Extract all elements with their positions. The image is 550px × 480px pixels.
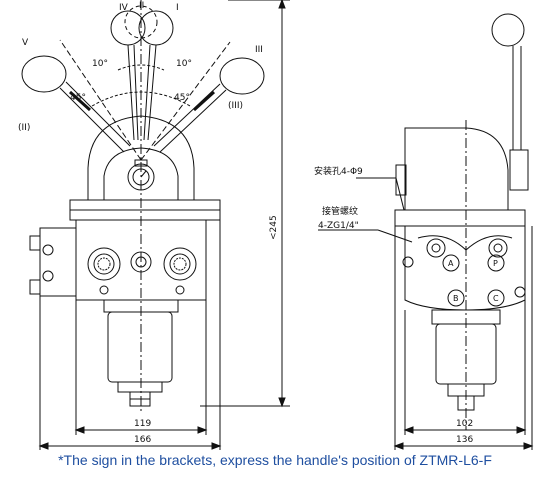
- angle-arc-45: [91, 91, 191, 107]
- label-dim-102: 102: [456, 419, 473, 429]
- label-bracket-right: (III): [228, 101, 243, 111]
- housing-dome: [87, 115, 195, 201]
- side-block: [39, 227, 77, 297]
- side-housing: [404, 127, 509, 211]
- port-right: [163, 247, 197, 281]
- label-dim-height: <245: [269, 215, 279, 240]
- front-view: [21, 0, 290, 450]
- knob-position-center: [124, 5, 158, 39]
- label-position-1: I: [176, 3, 179, 13]
- label-mount-holes: 安装孔4-Φ9: [314, 165, 363, 177]
- side-bottom-nut: [457, 395, 475, 411]
- caption-note: *The sign in the brackets, express the h…: [58, 452, 492, 468]
- knob-position-4: [110, 10, 146, 46]
- rod-position-3: [159, 89, 227, 153]
- label-port-c: C: [493, 294, 499, 303]
- gauge-dial: [127, 163, 155, 191]
- label-angle-45-left: 45°: [70, 93, 86, 103]
- label-thread-title: 接管螺纹: [322, 205, 358, 217]
- side-valve-body: [404, 225, 526, 311]
- port-b-circle: [447, 289, 465, 307]
- port-p-circle: [487, 254, 505, 272]
- label-position-5: V: [22, 38, 29, 48]
- side-plate: [394, 209, 526, 227]
- label-position-4: IV: [119, 3, 129, 13]
- label-angle-45-right: 45°: [174, 93, 190, 103]
- knob-position-3: [219, 57, 265, 95]
- rod-position-5: [59, 87, 125, 153]
- label-dim-136: 136: [456, 435, 473, 445]
- label-port-p: P: [493, 259, 498, 268]
- label-bracket-left: (II): [18, 123, 30, 133]
- port-left: [87, 247, 121, 281]
- side-knob: [491, 13, 525, 47]
- label-dim-119: 119: [134, 419, 151, 429]
- label-port-a: A: [448, 259, 454, 268]
- label-thread-value: 4-ZG1/4": [318, 221, 359, 231]
- label-angle-10-right: 10°: [176, 59, 192, 69]
- side-lever-sleeve: [509, 149, 529, 191]
- label-dim-166: 166: [134, 435, 151, 445]
- side-view: [318, 13, 534, 450]
- knob-position-5: [21, 55, 67, 93]
- label-position-3: III: [255, 45, 263, 55]
- label-position-2: II: [139, 1, 144, 11]
- label-port-b: B: [453, 294, 459, 303]
- port-c-circle: [487, 289, 505, 307]
- label-angle-10-left: 10°: [92, 59, 108, 69]
- port-a-circle: [442, 254, 460, 272]
- solenoid-body: [107, 311, 173, 383]
